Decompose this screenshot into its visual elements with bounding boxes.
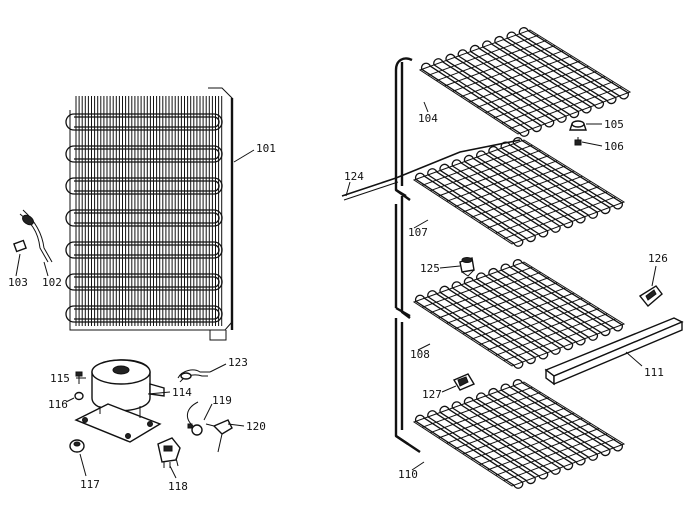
label-120: 120 <box>246 420 266 433</box>
clip-123 <box>177 369 210 383</box>
capillary-tube-124 <box>341 139 521 201</box>
label-105: 105 <box>604 118 624 131</box>
label-114: 114 <box>172 386 192 399</box>
label-124: 124 <box>344 170 364 183</box>
label-106: 106 <box>604 140 624 153</box>
label-101: 101 <box>256 142 276 155</box>
part-labels: 101 102 103 104 105 106 107 108 110 111 … <box>8 112 668 493</box>
label-116: 116 <box>48 398 68 411</box>
clamp-127 <box>452 373 476 391</box>
compressor <box>74 359 165 443</box>
evaporator-shelf <box>412 379 626 489</box>
clip-part-103 <box>13 239 27 253</box>
label-104: 104 <box>418 112 438 125</box>
label-117: 117 <box>80 478 100 491</box>
relay-118 <box>157 437 181 468</box>
leader-lines <box>15 101 657 479</box>
grommet-117 <box>69 439 85 453</box>
label-119: 119 <box>212 394 232 407</box>
label-103: 103 <box>8 276 28 289</box>
cover-120 <box>205 419 233 453</box>
label-107: 107 <box>408 226 428 239</box>
label-110: 110 <box>398 468 418 481</box>
bracket-125 <box>459 257 475 277</box>
label-125: 125 <box>420 262 440 275</box>
thermostat-126 <box>638 285 663 308</box>
washer-116 <box>74 391 84 401</box>
label-115: 115 <box>50 372 70 385</box>
evaporator-shelf <box>412 137 626 247</box>
pin-106 <box>574 137 582 146</box>
label-108: 108 <box>410 348 430 361</box>
cord-part-102 <box>19 209 53 263</box>
label-118: 118 <box>168 480 188 493</box>
label-111: 111 <box>644 366 664 379</box>
condenser-tube <box>65 113 223 323</box>
label-123: 123 <box>228 356 248 369</box>
evaporator-shelf <box>412 259 626 369</box>
evaporator-frame <box>394 57 421 453</box>
label-127: 127 <box>422 388 442 401</box>
label-102: 102 <box>42 276 62 289</box>
overload-119 <box>186 401 203 436</box>
cap-105 <box>569 120 587 131</box>
label-126: 126 <box>648 252 668 265</box>
evaporator-shelves <box>412 27 632 489</box>
evaporator-shelf <box>418 27 632 137</box>
condenser-coil <box>65 87 234 341</box>
strip-111 <box>544 317 684 386</box>
bolt-115 <box>75 371 83 384</box>
